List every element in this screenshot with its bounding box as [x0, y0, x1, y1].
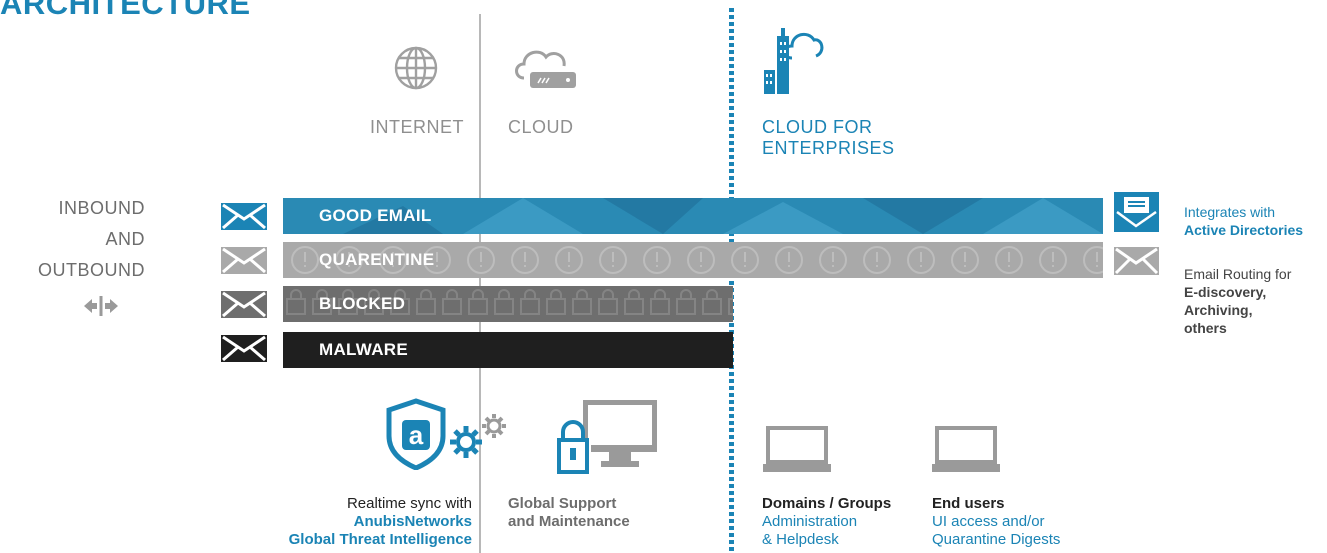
direction-label-line1: INBOUND — [58, 198, 145, 218]
flow-label: BLOCKED — [319, 294, 406, 313]
caption-domains-line3: & Helpdesk — [762, 531, 839, 548]
zone-label-internet: INTERNET — [370, 117, 464, 137]
envelope-icon — [221, 203, 267, 230]
caption-sync: Realtime sync with AnubisNetworks Global… — [236, 495, 472, 549]
open-envelope-icon — [1114, 192, 1159, 232]
direction-label: INBOUND AND OUTBOUND — [0, 193, 145, 286]
quarantine-pattern — [283, 242, 1103, 278]
caption-sync-line2: AnubisNetworks — [353, 513, 472, 530]
flow-label: QUARENTINE — [319, 250, 435, 269]
note-routing: Email Routing for E-discovery, Archiving… — [1184, 265, 1291, 337]
note-routing-line4: others — [1184, 320, 1227, 336]
shield-icon: a — [386, 398, 446, 470]
laptop-icon — [763, 426, 831, 472]
cloud-building-icon — [764, 28, 824, 94]
caption-users: End users UI access and/or Quarantine Di… — [932, 495, 1060, 549]
zone-label-cloud: CLOUD — [508, 117, 574, 137]
flow-label: MALWARE — [319, 340, 408, 359]
direction-label-line2: AND — [105, 229, 145, 249]
caption-domains-line2: Administration — [762, 513, 858, 530]
envelope-icon — [221, 291, 267, 318]
laptop-icon — [932, 426, 1000, 472]
blocked-pattern — [283, 286, 733, 322]
note-routing-line2: E-discovery, — [1184, 284, 1267, 300]
cloud-router-icon — [515, 50, 576, 88]
flow-bar-good-email: GOOD EMAIL — [283, 198, 1103, 234]
caption-domains: Domains / Groups Administration & Helpde… — [762, 495, 891, 549]
page-title: ARCHITECTURE — [0, 0, 251, 21]
envelope-icon — [221, 247, 267, 274]
caption-users-line2: UI access and/or — [932, 513, 1045, 530]
facet-pattern — [343, 198, 1103, 234]
envelope-icon — [1114, 247, 1159, 275]
svg-text:a: a — [409, 420, 424, 450]
envelope-icon — [221, 335, 267, 362]
zone-label-cloud-enterprises: CLOUD FOR ENTERPRISES — [762, 117, 895, 159]
zone-label-cloud-enterprises-line2: ENTERPRISES — [762, 138, 895, 158]
enterprise-boundary-line — [729, 8, 734, 553]
note-routing-line3: Archiving, — [1184, 302, 1253, 318]
caption-users-line1: End users — [932, 495, 1005, 512]
bidirectional-arrow-icon — [84, 296, 118, 316]
flow-bar-malware: MALWARE — [283, 332, 733, 368]
lock-monitor-icon — [555, 400, 657, 474]
caption-domains-line1: Domains / Groups — [762, 495, 892, 512]
note-routing-line1: Email Routing for — [1184, 266, 1292, 282]
caption-support-line2: and Maintenance — [508, 513, 630, 530]
caption-sync-line3: Global Threat Intelligence — [288, 531, 472, 548]
caption-support: Global Support and Maintenance — [508, 495, 630, 531]
flow-label: GOOD EMAIL — [319, 206, 432, 225]
internet-cloud-divider — [479, 14, 481, 553]
caption-users-line3: Quarantine Digests — [932, 531, 1061, 548]
flow-bar-quarentine: QUARENTINE — [283, 242, 1103, 278]
globe-icon — [394, 46, 438, 90]
caption-support-line1: Global Support — [508, 495, 617, 512]
direction-label-line3: OUTBOUND — [38, 260, 145, 280]
note-integrates-line2: Active Directories — [1184, 222, 1304, 238]
flow-bar-blocked: BLOCKED — [283, 286, 733, 322]
caption-sync-line1: Realtime sync with — [346, 495, 472, 512]
gears-icon — [450, 414, 506, 458]
zone-label-cloud-enterprises-line1: CLOUD FOR — [762, 117, 873, 137]
note-integrates-line1: Integrates with — [1184, 204, 1276, 220]
note-integrates: Integrates with Active Directories — [1184, 203, 1303, 239]
